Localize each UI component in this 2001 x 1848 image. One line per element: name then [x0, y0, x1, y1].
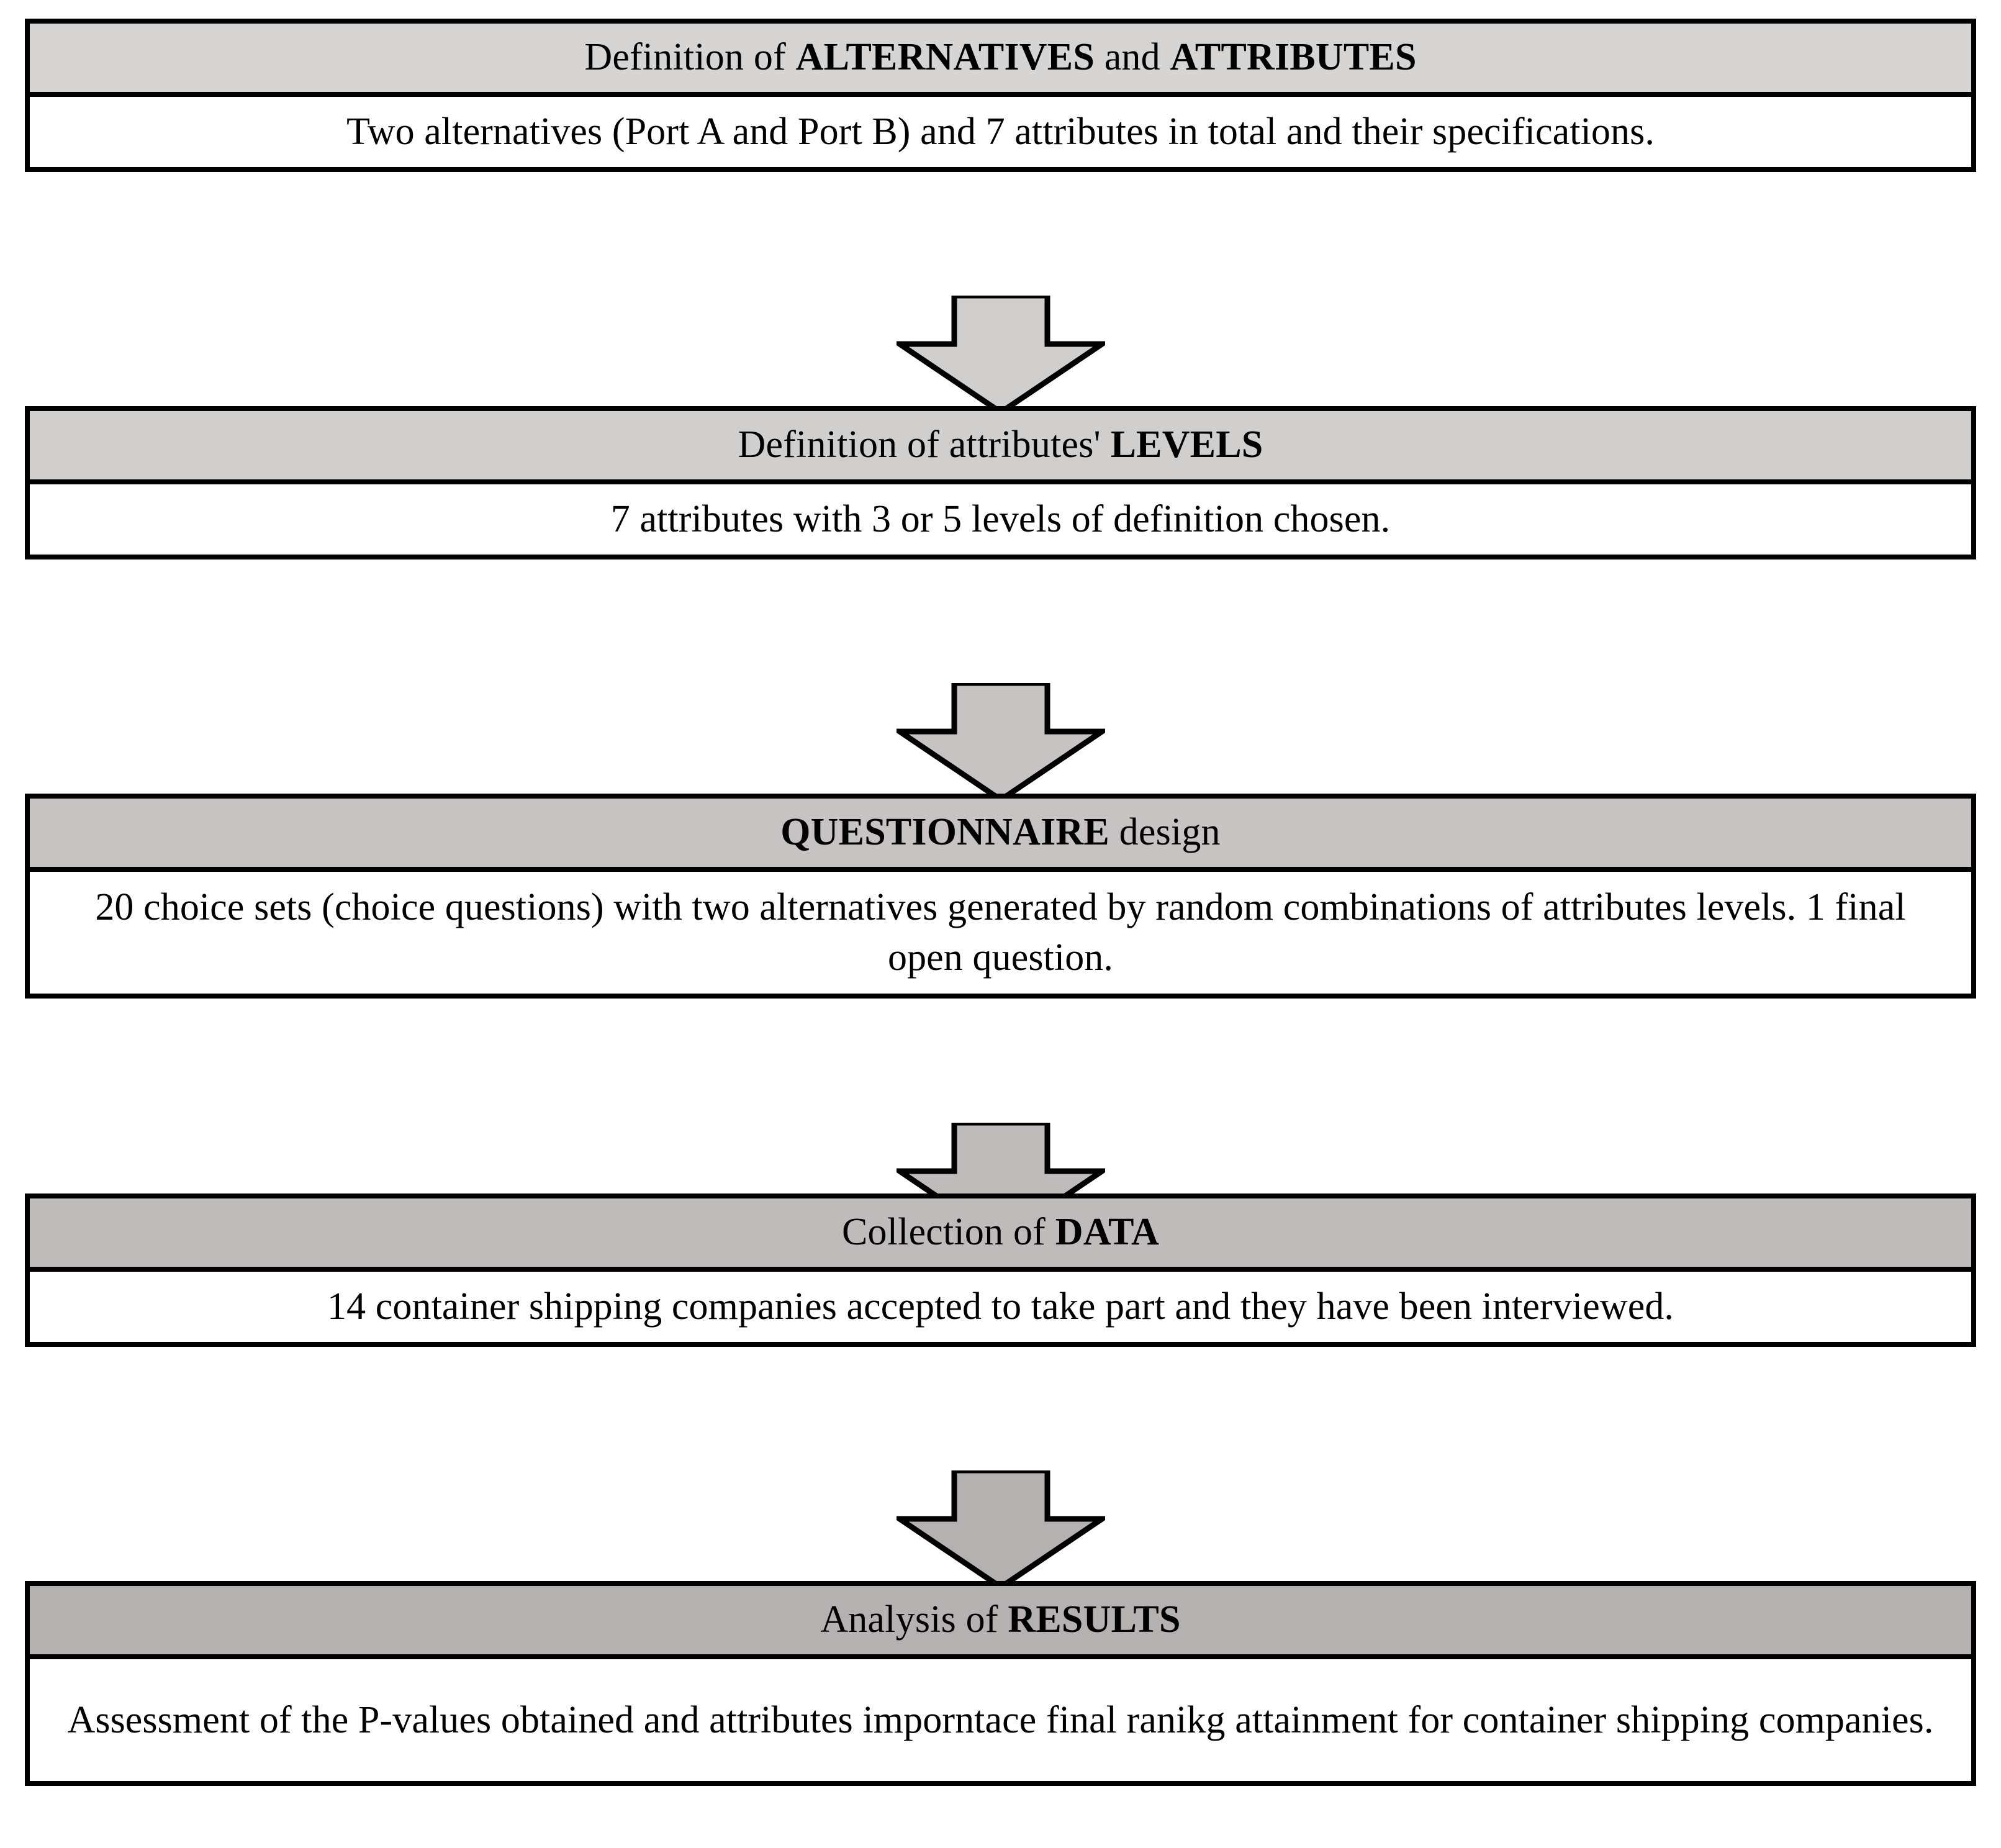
down-block-arrow-icon-1: [897, 296, 1105, 415]
flow-stage-questionnaire-design: QUESTIONNAIRE design 20 choice sets (cho…: [25, 794, 1976, 999]
stage-body-text: 14 container shipping companies accepted…: [327, 1285, 1674, 1328]
down-block-arrow-icon-4: [897, 1470, 1105, 1590]
stage-body-text: 20 choice sets (choice questions) with t…: [95, 886, 1906, 979]
flow-stage-alternatives-attributes: Definition of ALTERNATIVES and ATTRIBUTE…: [25, 19, 1976, 172]
stage-body-text: Assessment of the P-values obtained and …: [67, 1698, 1934, 1741]
stage-body-results-analysis: Assessment of the P-values obtained and …: [30, 1659, 1971, 1781]
stage-title-text: Analysis of RESULTS: [820, 1598, 1181, 1641]
stage-header-results-analysis: Analysis of RESULTS: [30, 1586, 1971, 1659]
stage-header-alternatives-attributes: Definition of ALTERNATIVES and ATTRIBUTE…: [30, 24, 1971, 97]
stage-body-data-collection: 14 container shipping companies accepted…: [30, 1272, 1971, 1342]
stage-body-alternatives-attributes: Two alternatives (Port A and Port B) and…: [30, 97, 1971, 167]
stage-header-data-collection: Collection of DATA: [30, 1198, 1971, 1272]
flow-stage-attribute-levels: Definition of attributes' LEVELS 7 attri…: [25, 406, 1976, 559]
stage-body-text: 7 attributes with 3 or 5 levels of defin…: [610, 498, 1391, 541]
arrow-shape-4: [897, 1470, 1105, 1590]
stage-body-questionnaire-design: 20 choice sets (choice questions) with t…: [30, 872, 1971, 994]
down-block-arrow-icon-2: [897, 683, 1105, 803]
arrow-shape-2: [897, 683, 1105, 803]
stage-body-text: Two alternatives (Port A and Port B) and…: [346, 111, 1655, 153]
flow-stage-data-collection: Collection of DATA 14 container shipping…: [25, 1194, 1976, 1347]
stage-title-text: QUESTIONNAIRE design: [780, 811, 1221, 854]
arrow-shape-1: [897, 296, 1105, 415]
stage-header-attribute-levels: Definition of attributes' LEVELS: [30, 411, 1971, 484]
stage-title-text: Definition of attributes' LEVELS: [738, 424, 1263, 466]
stage-header-questionnaire-design: QUESTIONNAIRE design: [30, 799, 1971, 872]
flow-stage-results-analysis: Analysis of RESULTS Assessment of the P-…: [25, 1581, 1976, 1786]
stage-title-text: Definition of ALTERNATIVES and ATTRIBUTE…: [584, 36, 1417, 79]
stage-body-attribute-levels: 7 attributes with 3 or 5 levels of defin…: [30, 484, 1971, 555]
stage-title-text: Collection of DATA: [841, 1211, 1160, 1254]
